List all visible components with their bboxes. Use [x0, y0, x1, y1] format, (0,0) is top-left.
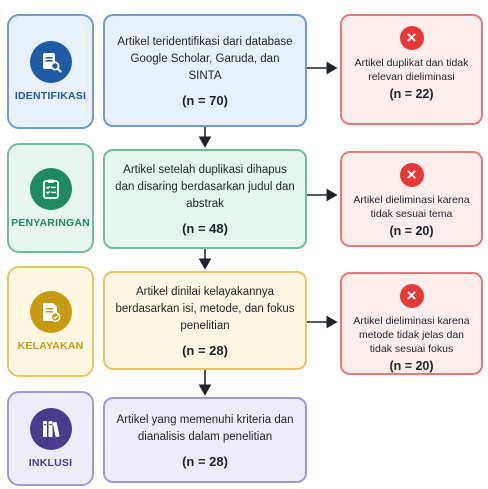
stage-label: KELAYAKAN	[17, 340, 84, 352]
step-description: Artikel yang memenuhi kriteria dan diana…	[116, 413, 294, 443]
excluded-description: Artikel dieliminasi karena metode tidak …	[353, 315, 470, 355]
step-count: (n = 48)	[182, 221, 228, 236]
books-icon	[29, 408, 72, 450]
document-check-icon	[29, 291, 72, 333]
stage-label: IDENTIFIKASI	[14, 90, 87, 102]
step-count: (n = 28)	[182, 342, 228, 358]
step-inklusi-box: Artikel yang memenuhi kriteria dan diana…	[103, 397, 307, 483]
step-description: Artikel teridentifikasi dari database Go…	[117, 35, 293, 82]
stage-penyaringan: PENYARINGAN	[7, 143, 94, 253]
excluded-description: Artikel dieliminasi karena tidak sesuai …	[353, 194, 470, 220]
excluded-count: (n = 20)	[389, 359, 434, 373]
stage-identifikasi: IDENTIFIKASI	[7, 14, 94, 129]
stage-inklusi: INKLUSI	[7, 391, 94, 486]
excluded-kelayakan-box: × Artikel dieliminasi karena metode tida…	[340, 272, 483, 375]
excluded-count: (n = 20)	[389, 224, 434, 238]
stage-label: INKLUSI	[28, 457, 73, 469]
excluded-description: Artikel duplikat dan tidak relevan dieli…	[354, 57, 469, 83]
step-count: (n = 28)	[182, 453, 228, 469]
document-search-icon	[29, 41, 72, 83]
step-description: Artikel dinilai kelayakannya berdasarkan…	[115, 285, 295, 332]
step-identifikasi-box: Artikel teridentifikasi dari database Go…	[103, 14, 307, 127]
close-icon: ×	[399, 284, 424, 308]
close-icon: ×	[399, 163, 424, 187]
step-count: (n = 70)	[182, 92, 228, 108]
step-kelayakan-box: Artikel dinilai kelayakannya berdasarkan…	[103, 271, 307, 370]
stage-kelayakan: KELAYAKAN	[7, 266, 94, 377]
excluded-count: (n = 22)	[389, 87, 434, 101]
step-description: Artikel setelah duplikasi dihapus dan di…	[115, 164, 295, 210]
excluded-penyaringan-box: × Artikel dieliminasi karena tidak sesua…	[340, 151, 483, 247]
stage-label: PENYARINGAN	[11, 216, 90, 229]
close-icon: ×	[399, 26, 424, 50]
step-penyaringan-box: Artikel setelah duplikasi dihapus dan di…	[103, 149, 307, 249]
excluded-identifikasi-box: × Artikel duplikat dan tidak relevan die…	[340, 14, 483, 125]
clipboard-checklist-icon	[29, 167, 72, 210]
